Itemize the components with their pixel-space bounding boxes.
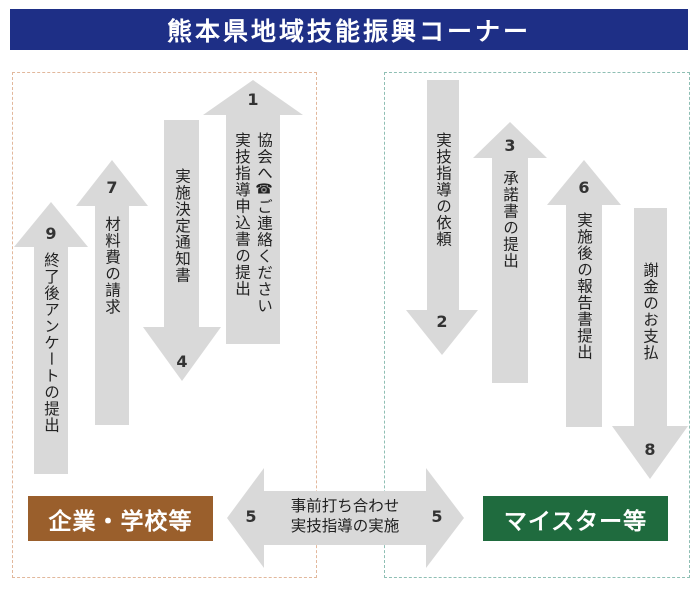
step-1-text: 協会へ☎ご連絡ください 実技指導申込書の提出 — [231, 132, 275, 314]
step-number-5-right: 5 — [431, 507, 443, 526]
phone-icon: ☎ — [256, 181, 272, 199]
step-number-1: 1 — [247, 90, 259, 109]
step-1-line-1: 協会へ☎ご連絡ください — [255, 132, 273, 314]
step-number-4: 4 — [176, 352, 188, 371]
company-school-panel — [12, 72, 317, 578]
step-7-text: 材料費の請求 — [103, 216, 121, 315]
meister-panel — [384, 72, 690, 578]
arrow-step-7 — [76, 160, 148, 425]
arrow-step-8 — [612, 208, 688, 479]
step-number-2: 2 — [436, 312, 448, 331]
step-number-6: 6 — [578, 178, 590, 197]
step-number-9: 9 — [45, 224, 57, 243]
step-9-text: 終了後アンケートの提出 — [42, 252, 60, 434]
step-number-7: 7 — [106, 178, 118, 197]
step-6-text: 実施後の報告書提出 — [575, 212, 593, 361]
arrow-step-9 — [14, 202, 88, 474]
step-8-text: 謝金のお支払 — [641, 262, 659, 361]
step-2-text: 実技指導の依頼 — [434, 132, 452, 248]
step-1-line-2: 実技指導申込書の提出 — [233, 132, 251, 297]
step-5-line-2: 実技指導の実施 — [290, 517, 400, 535]
step-5-line-1: 事前打ち合わせ — [290, 497, 400, 515]
arrow-step-2 — [406, 80, 478, 355]
step-5-text: 事前打ち合わせ 実技指導の実施 — [270, 496, 420, 536]
step-4-text: 実施決定通知書 — [173, 168, 191, 284]
meister-label: マイスター等 — [483, 496, 668, 541]
arrow-step-3 — [473, 122, 547, 383]
step-number-8: 8 — [644, 440, 656, 459]
company-school-label: 企業・学校等 — [28, 496, 213, 541]
arrow-step-6 — [547, 160, 621, 427]
arrow-step-4 — [143, 120, 221, 381]
arrow-step-1 — [203, 80, 303, 344]
step-3-text: 承諾書の提出 — [501, 170, 519, 269]
step-number-5-left: 5 — [245, 507, 257, 526]
arrow-step-5 — [227, 468, 464, 568]
step-number-3: 3 — [504, 136, 516, 155]
page-title: 熊本県地域技能振興コーナー — [10, 9, 688, 50]
